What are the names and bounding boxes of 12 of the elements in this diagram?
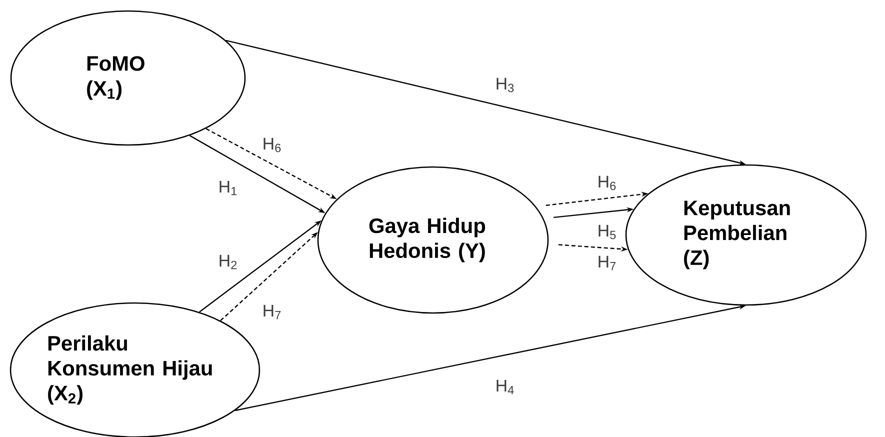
edge-label: H$_{5}$ (596, 224, 618, 240)
ellipse-node: FoMO (X$_{1}$) (10, 10, 246, 146)
edge-label: H$_{7}$ (596, 254, 618, 272)
edge-label: H$_{6}$ (596, 174, 618, 192)
edge-label: H$_{4}$ (494, 378, 516, 396)
edge-label: H$_{6}$ (261, 136, 283, 154)
edge-label: H$_{3}$ (494, 76, 516, 94)
ellipse-node: Keputusan Pembelian (Z) (625, 164, 867, 306)
edge-label: H$_{7}$ (261, 304, 283, 320)
edge-label: H$_{2}$ (217, 254, 239, 270)
ellipse-node: Gaya Hidup Hedonis (Y) (317, 166, 549, 314)
edge-label: H$_{1}$ (217, 180, 239, 196)
